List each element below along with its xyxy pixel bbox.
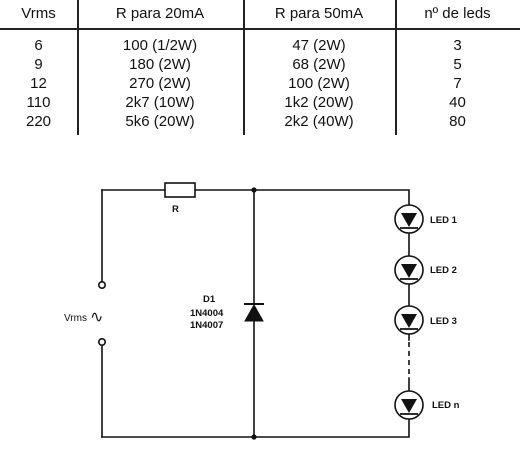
led-triangle — [401, 399, 417, 413]
led-label: LED n — [432, 400, 460, 411]
table-cell: 3 — [453, 37, 462, 54]
source-terminal-top — [98, 280, 107, 289]
table-cell: 110 — [26, 94, 51, 111]
table-cell: 40 — [449, 94, 466, 111]
header-vrms: Vrms — [21, 5, 56, 22]
header-num-leds: nº de leds — [424, 5, 491, 22]
led-3 — [394, 305, 424, 335]
table-cell: 1k2 (20W) — [284, 94, 354, 111]
led-resistor-table: Vrms R para 20mA R para 50mA nº de leds … — [0, 0, 520, 135]
led-triangle — [401, 314, 417, 328]
diode-ref: D1 — [203, 294, 216, 305]
source-label: Vrms — [64, 313, 87, 324]
led-n — [394, 390, 424, 420]
table-cell: 2k2 (40W) — [284, 113, 354, 130]
table-cell: 6 — [34, 37, 43, 54]
led-triangle — [401, 264, 417, 278]
diode-d1 — [244, 303, 264, 322]
table-cell: 2k7 (10W) — [125, 94, 195, 111]
resistor-symbol — [164, 182, 196, 198]
wire-top-right — [194, 189, 410, 206]
table-cell: 5k6 (20W) — [125, 113, 195, 130]
table-cell: 68 (2W) — [292, 56, 346, 73]
table-column-divider — [77, 0, 79, 135]
led-1 — [394, 204, 424, 234]
table-cell: 180 (2W) — [129, 56, 191, 73]
diode-part-2: 1N4007 — [190, 320, 223, 331]
table-cell: 7 — [453, 75, 462, 92]
led-label: LED 1 — [430, 215, 458, 226]
led-circuit-schematic: R Vrms ∿ D1 1N4004 1N4007 LED 1 LED 2 LE… — [64, 182, 460, 440]
table-cell: 12 — [30, 75, 47, 92]
table-cell: 100 (2W) — [288, 75, 350, 92]
header-r-50ma: R para 50mA — [274, 5, 364, 22]
table-cell: 80 — [449, 113, 466, 130]
table-header-rule — [0, 28, 520, 30]
table-cell: 220 — [25, 113, 52, 130]
junction-dot — [251, 187, 257, 193]
led-triangle — [401, 213, 417, 227]
table-cell: 100 (1/2W) — [122, 37, 198, 54]
diode-part-1: 1N4004 — [190, 308, 224, 319]
junction-dot — [251, 434, 257, 440]
table-column-divider — [243, 0, 245, 135]
wire-bottom — [101, 417, 410, 438]
led-label: LED 2 — [430, 265, 457, 276]
table-cell: 5 — [453, 56, 462, 73]
resistor-label: R — [172, 204, 179, 215]
led-2 — [394, 255, 424, 285]
ac-symbol: ∿ — [90, 307, 103, 326]
table-cell: 47 (2W) — [292, 37, 346, 54]
table-column-divider — [395, 0, 397, 135]
table-cell: 270 (2W) — [129, 75, 191, 92]
led-label: LED 3 — [430, 316, 457, 327]
diode-triangle — [244, 303, 264, 322]
source-terminal-bottom — [98, 337, 107, 346]
table-cell: 9 — [34, 56, 43, 73]
header-r-20ma: R para 20mA — [115, 5, 205, 22]
